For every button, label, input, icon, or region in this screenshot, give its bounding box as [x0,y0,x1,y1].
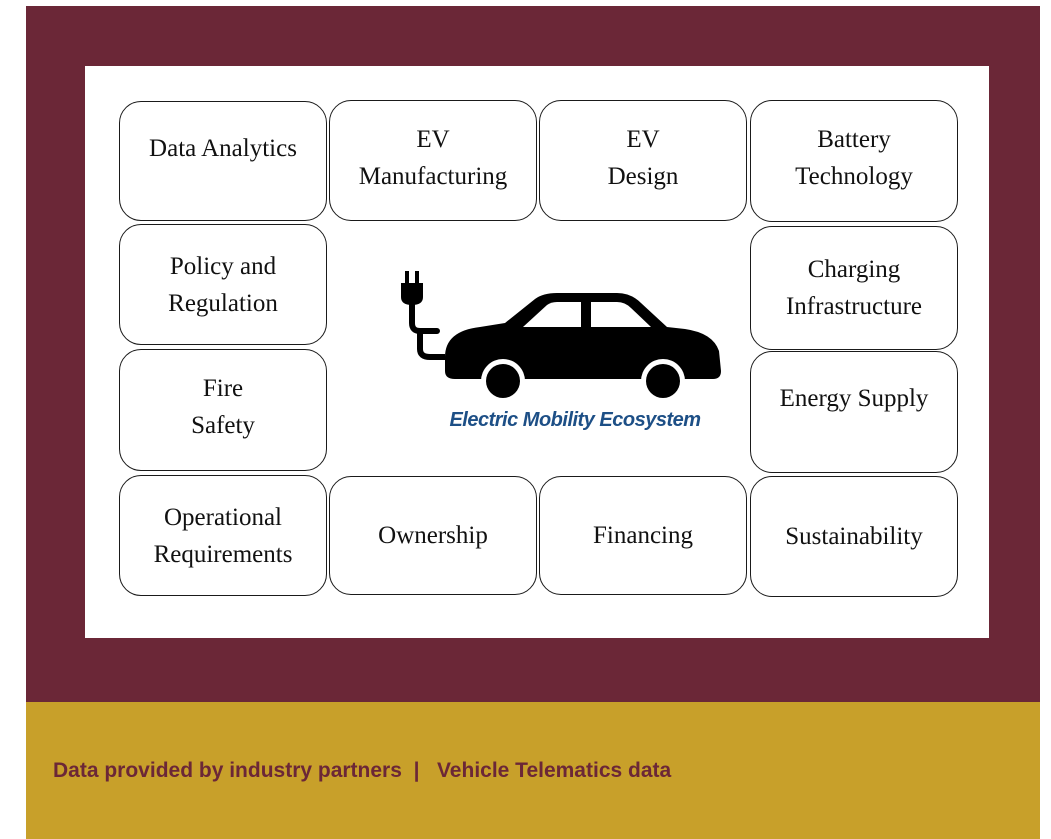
footer-band [26,702,1040,839]
box-sustainability: Sustainability [750,476,958,597]
box-fire-safety: Fire Safety [119,349,327,471]
box-ownership: Ownership [329,476,537,595]
box-operational-requirements: Operational Requirements [119,475,327,596]
box-policy-and-regulation: Policy and Regulation [119,224,327,345]
box-ev-manufacturing: EV Manufacturing [329,100,537,221]
ecosystem-title: Electric Mobility Ecosystem [449,409,701,431]
footer-caption: Data provided by industry partners | Veh… [53,759,672,782]
ecosystem-diagram: Data Analytics EV Manufacturing EV Desig… [85,66,989,638]
box-data-analytics: Data Analytics [119,101,327,221]
box-battery-technology: Battery Technology [750,100,958,222]
box-energy-supply: Energy Supply [750,351,958,473]
box-charging-infrastructure: Charging Infrastructure [750,226,958,350]
electric-car-plug-icon [401,271,721,403]
center-hub: Electric Mobility Ecosystem [385,271,765,451]
box-ev-design: EV Design [539,100,747,221]
box-financing: Financing [539,476,747,595]
